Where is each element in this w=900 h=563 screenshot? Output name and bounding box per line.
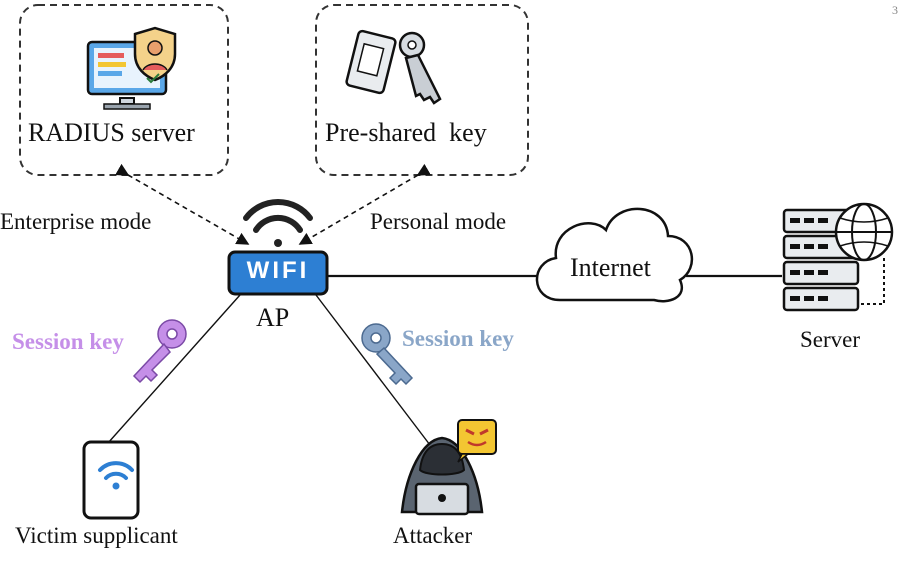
wifi-signal-icon — [243, 199, 313, 247]
phone-wifi-icon — [82, 440, 140, 520]
cloud-icon — [535, 207, 694, 303]
victim-session-key-label: Session key — [12, 329, 124, 354]
personal-mode-label: Personal mode — [370, 209, 507, 234]
attacker-session-key-icon — [361, 323, 414, 386]
attacker-session-key-label: Session key — [402, 326, 514, 351]
server-globe-icon — [782, 202, 894, 312]
attacker-label: Attacker — [393, 523, 473, 548]
enterprise-mode-label: Enterprise mode — [0, 209, 152, 234]
server-label: Server — [800, 327, 861, 352]
key-card-icon — [345, 29, 442, 105]
monitor-shield-icon — [86, 26, 177, 110]
internet-label: Internet — [570, 253, 651, 282]
ap-attacker-link — [315, 294, 431, 446]
victim-supplicant-label: Victim supplicant — [15, 523, 178, 548]
corner-mark: 3 — [892, 3, 898, 17]
pre-shared-key-label: Pre-shared key — [325, 118, 487, 147]
wifi-router-icon — [227, 250, 329, 296]
ap-victim-link — [107, 294, 241, 444]
ap-label: AP — [256, 303, 290, 332]
wifi-badge-text: WIFI — [246, 257, 310, 284]
radius-server-label: RADIUS server — [28, 118, 195, 147]
victim-session-key-icon — [132, 319, 187, 384]
psk-box — [315, 4, 529, 176]
personal-arrow — [298, 163, 431, 245]
hacker-laptop-icon — [400, 419, 497, 516]
